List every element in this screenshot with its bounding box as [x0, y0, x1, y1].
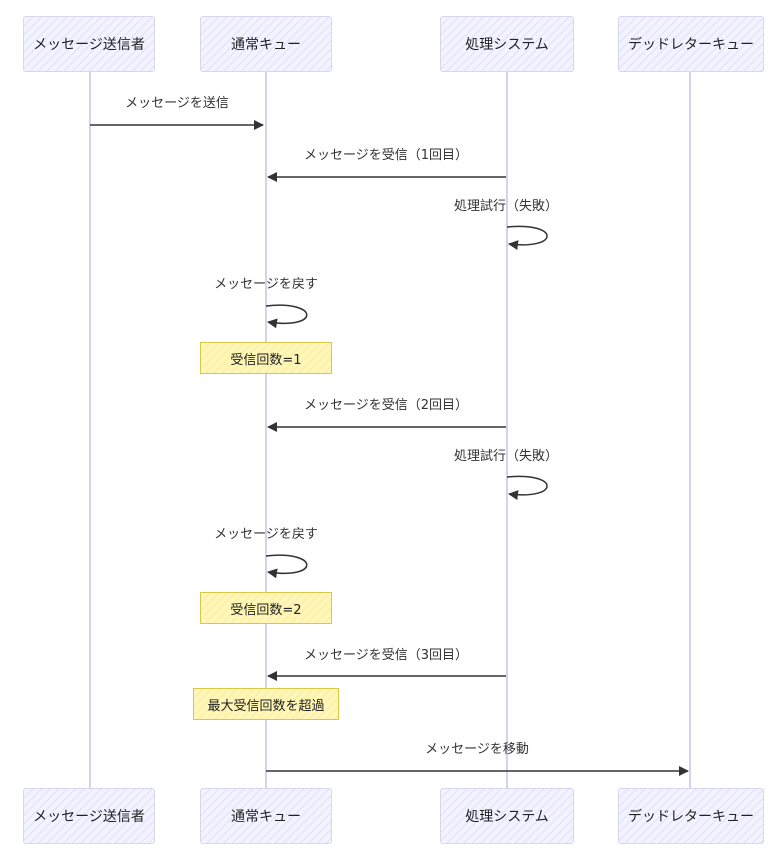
lifeline-dlq	[689, 72, 691, 788]
actor-label: デッドレターキュー	[628, 809, 754, 825]
actor-label: メッセージ送信者	[33, 809, 145, 825]
message-label: メッセージを受信（3回目）	[303, 648, 469, 663]
actor-bottom-sender: メッセージ送信者	[23, 788, 155, 844]
note-label: 受信回数=2	[230, 602, 302, 618]
message-label: メッセージを受信（1回目）	[303, 148, 469, 163]
message-label: メッセージを移動	[425, 742, 529, 757]
arrow-self-return-1	[265, 304, 308, 329]
note-label: 受信回数=1	[230, 352, 302, 368]
actor-top-sender: メッセージ送信者	[23, 16, 155, 72]
actor-label: メッセージ送信者	[33, 37, 145, 53]
message-label: 処理試行（失敗）	[453, 199, 559, 214]
actor-label: 通常キュー	[231, 809, 301, 825]
actor-top-dlq: デッドレターキュー	[618, 16, 764, 72]
message-label: メッセージを送信	[125, 96, 229, 111]
note-label: 最大受信回数を超過	[207, 698, 325, 714]
actor-bottom-dlq: デッドレターキュー	[618, 788, 764, 844]
actor-bottom-queue: 通常キュー	[200, 788, 332, 844]
message-label: メッセージを受信（2回目）	[303, 398, 469, 413]
note-receive-count-2: 受信回数=2	[200, 592, 332, 624]
message-label: メッセージを戻す	[214, 527, 318, 542]
message-label: メッセージを戻す	[214, 277, 318, 292]
actor-top-queue: 通常キュー	[200, 16, 332, 72]
actor-top-system: 処理システム	[440, 16, 574, 72]
note-max-exceeded: 最大受信回数を超過	[193, 688, 339, 720]
message-label: 処理試行（失敗）	[453, 449, 559, 464]
actor-label: デッドレターキュー	[628, 37, 754, 53]
lifeline-system	[506, 72, 508, 788]
actor-bottom-system: 処理システム	[440, 788, 574, 844]
arrow-self-process-1	[506, 225, 548, 251]
actor-label: 処理システム	[465, 809, 549, 825]
actor-label: 処理システム	[465, 37, 549, 53]
lifeline-sender	[89, 72, 91, 788]
lifeline-queue	[265, 72, 267, 788]
arrow-self-return-2	[265, 554, 308, 579]
arrow-self-process-2	[506, 475, 548, 501]
note-receive-count-1: 受信回数=1	[200, 342, 332, 374]
actor-label: 通常キュー	[231, 37, 301, 53]
